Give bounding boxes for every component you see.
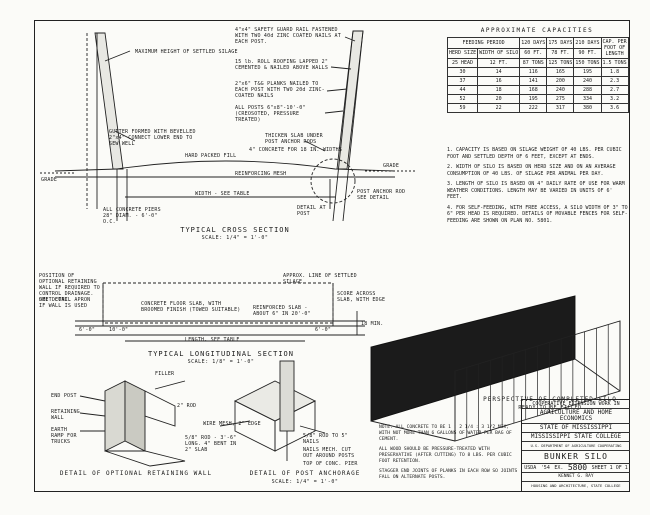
retaining-detail-title: DETAIL OF OPTIONAL RETAINING WALL — [59, 470, 213, 477]
label-floor-slab: CONCRETE FLOOR SLAB, WITH BROOMED FINISH… — [141, 301, 241, 313]
label-roofing: 15 lb. ROLL ROOFING LAPPED 2" CEMENTED &… — [235, 59, 329, 71]
longitudinal-section-drawing — [75, 282, 365, 342]
label-retaining-wall: RETAINING WALL — [51, 409, 80, 421]
tb-agri: AGRICULTURE AND HOME ECONOMICS — [522, 409, 630, 424]
cross-section-title: TYPICAL CROSS SECTION — [180, 226, 290, 234]
tb-year: '54 — [540, 465, 550, 471]
tb-number-row: USDA '54 EX. 5800 SHEET 1 OF 1 — [522, 464, 630, 473]
cross-section-scale: SCALE: 1/4" = 1'-0" — [201, 235, 269, 241]
note-wood: ALL WOOD SHOULD BE PRESSURE-TREATED WITH… — [379, 447, 512, 464]
tb-state: STATE OF MISSISSIPPI — [522, 424, 630, 433]
note-4: 4. FOR SELF-FEEDING, WITH FREE ACCESS, A… — [447, 204, 628, 224]
label-guard-rail: 4"x4" SAFETY GUARD RAIL FASTENED WITH TW… — [235, 27, 341, 45]
tb-coop: COOPERATIVE EXTENSION WORK IN — [522, 400, 630, 409]
tb-usda: USDA — [524, 465, 537, 471]
label-gutter: GUTTER FORMED WITH BEVELLED 2"x4" CONNEC… — [109, 129, 196, 147]
label-thicken: THICKEN SLAB UNDER POST ANCHOR RODS — [265, 133, 323, 145]
note-concrete: NOTE: ALL CONCRETE TO BE 1 : 2 1/4 : 3 1… — [379, 425, 512, 442]
drawing-sheet: APPROXIMATE CAPACITIES FEEDING PERIOD 12… — [34, 20, 630, 492]
long-section-scale: SCALE: 1/8" = 1'-0" — [187, 359, 255, 365]
label-dim-6b: 6'-0" — [315, 327, 332, 333]
label-concrete-slab: 4" CONCRETE FOR 18 IN. WIDTHS — [249, 147, 343, 153]
tb-sheet: SHEET 1 OF 1 — [591, 465, 628, 471]
general-notes: NOTE: ALL CONCRETE TO BE 1 : 2 1/4 : 3 1… — [379, 425, 519, 481]
label-score: SCORE ACROSS SLAB, WITH EDGE — [337, 291, 386, 303]
post-anchorage-title: DETAIL OF POST ANCHORAGE — [249, 470, 361, 477]
label-hard-fill: HARD PACKED FILL — [185, 153, 237, 159]
note-1: 1. CAPACITY IS BASED ON SILAGE WEIGHT OF… — [447, 147, 622, 160]
note-joints: STAGGER END JOINTS OF PLANKS IN EACH ROW… — [379, 469, 518, 480]
tb-ex: EX. — [554, 465, 564, 471]
label-detail-at-post: DETAIL AT POST — [297, 205, 326, 217]
tb-name: BUNKER SILO — [522, 451, 630, 464]
label-length: LENGTH, SEE TABLE — [185, 337, 240, 343]
label-posts: ALL POSTS 6"x8"-10'-0" (CREOSOTED, PRESS… — [235, 105, 306, 123]
label-earth-ramp: EARTH RAMP FOR TRUCKS — [51, 427, 77, 445]
cross-section-drawing — [40, 30, 415, 222]
label-width: WIDTH - SEE TABLE — [195, 191, 250, 197]
label-filler: FILLER — [155, 371, 175, 377]
label-dim-6a: 6'-0" — [79, 327, 96, 333]
label-post-anchor: POST ANCHOR ROD SEE DETAIL — [357, 189, 406, 201]
cap-per-foot-header: CAP. PER FOOT OF LENGTH — [600, 37, 629, 59]
label-reinforcing: REINFORCING MESH — [235, 171, 287, 177]
perspective-drawing — [370, 295, 621, 442]
label-dim-18: 18 MIN. — [361, 321, 384, 327]
label-dim-10: 10'-0" — [109, 327, 129, 333]
label-omit: OMIT CONC. APRON IF WALL IS USED — [39, 297, 91, 309]
note-3: 3. LENGTH OF SILO IS BASED ON 4" DAILY R… — [447, 181, 625, 200]
label-planks: 2"x6" T&G PLANKS NAILED TO EACH POST WIT… — [235, 81, 325, 99]
drawing-linework — [40, 30, 621, 467]
label-max-height: MAXIMUM HEIGHT OF SETTLED SILAGE — [135, 49, 238, 55]
label-top-pier: TOP OF CONC. PIER — [303, 461, 358, 467]
post-anchorage-detail-drawing — [219, 360, 326, 461]
label-grade-left: GRADE — [41, 177, 58, 183]
tb-number: 5800 — [567, 463, 588, 472]
tb-dept: HOUSING AND ARCHITECTURE, STATE COLLEGE — [531, 483, 621, 488]
label-mesh: REINFORCED SLAB - ABOUT 6" IN 20'-0" — [253, 305, 311, 317]
label-rod: 2" ROD — [177, 403, 197, 409]
capacity-notes: 1. CAPACITY IS BASED ON SILAGE WEIGHT OF… — [447, 147, 629, 228]
note-2: 2. WIDTH OF SILO IS BASED ON HERD SIZE A… — [447, 164, 616, 177]
title-block: COOPERATIVE EXTENSION WORK IN AGRICULTUR… — [521, 399, 630, 492]
long-section-title: TYPICAL LONGITUDINAL SECTION — [147, 350, 294, 358]
label-grade-right: GRADE — [383, 163, 400, 169]
tb-college: MISSISSIPPI STATE COLLEGE — [522, 433, 630, 442]
label-wire-mesh: WIRE MESH, 2" EDGE — [203, 421, 261, 427]
label-rod-threaded: 5/8" ROD TO 5" NAILS — [303, 433, 348, 445]
label-notch: NAILS MECH. CUT OUT AROUND POSTS — [303, 447, 355, 459]
label-piers: ALL CONCRETE PIERS 28" DIAM. - 6'-0" O.C… — [103, 207, 161, 225]
capacity-table: FEEDING PERIOD 120 DAYS 175 DAYS 210 DAY… — [446, 37, 629, 113]
retaining-wall-detail-drawing — [79, 380, 186, 467]
post-anchorage-scale: SCALE: 1/4" = 1'-0" — [271, 479, 339, 485]
tb-sub: U.S. DEPARTMENT OF AGRICULTURE COOPERATI… — [522, 442, 630, 451]
label-anchor-rod: 5/8" ROD - 3'-6" LONG. 4" BENT IN 2" SLA… — [185, 435, 237, 453]
label-settled: APPROX. LINE OF SETTLED SILAGE — [283, 273, 357, 285]
label-end-post: END POST — [51, 393, 77, 399]
tb-author: KENNET G. RAY — [522, 473, 630, 482]
capacity-table-title: APPROXIMATE CAPACITIES — [480, 27, 594, 34]
capacity-cell: 3.6 — [600, 103, 629, 113]
label-retaining: POSITION OF OPTIONAL RETAINING WALL IF R… — [39, 273, 100, 303]
